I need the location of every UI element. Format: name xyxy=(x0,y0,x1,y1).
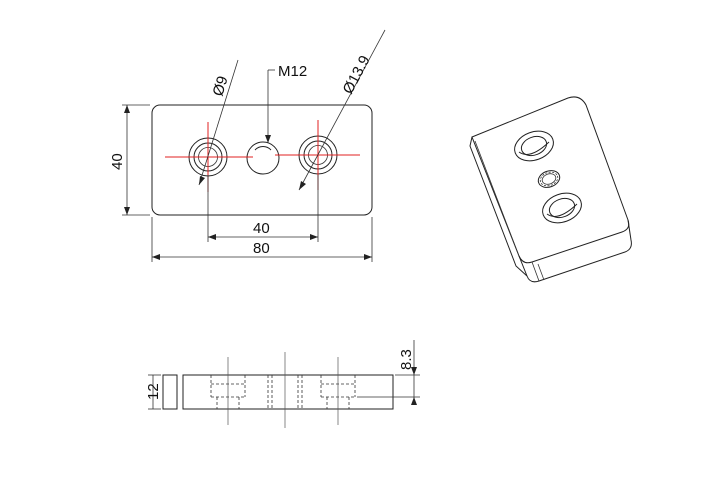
hole-small-dim-label: Ø9 xyxy=(210,74,232,98)
iso-top-face xyxy=(471,96,630,264)
height-dim-label: 40 xyxy=(109,153,126,170)
side-body xyxy=(182,374,394,410)
hole-spacing-dim-label: 40 xyxy=(253,220,270,237)
thread-dim-label: M12 xyxy=(278,63,307,80)
isometric-view xyxy=(469,96,632,283)
iso-top-hole xyxy=(514,130,554,162)
side-view: 12 xyxy=(145,340,420,428)
plate-outline xyxy=(151,104,373,216)
iso-left-face xyxy=(469,136,528,277)
iso-front-face xyxy=(518,219,632,283)
side-right-hole xyxy=(320,357,356,425)
end-view xyxy=(162,374,178,410)
front-view: 40 40 80 Ø9 M12 Ø13.9 xyxy=(109,29,386,262)
iso-thread-hole xyxy=(537,170,561,188)
center-thread-hole xyxy=(246,141,280,175)
thickness-dim-label: 12 xyxy=(145,383,162,400)
width-dim-label: 80 xyxy=(253,240,270,257)
side-left-hole xyxy=(210,357,246,425)
counterbore-depth-dim-label: 8.3 xyxy=(398,349,415,370)
hole-large-dim-label: Ø13.9 xyxy=(340,53,374,97)
side-center-hole xyxy=(267,352,303,428)
iso-bottom-hole xyxy=(542,192,582,224)
